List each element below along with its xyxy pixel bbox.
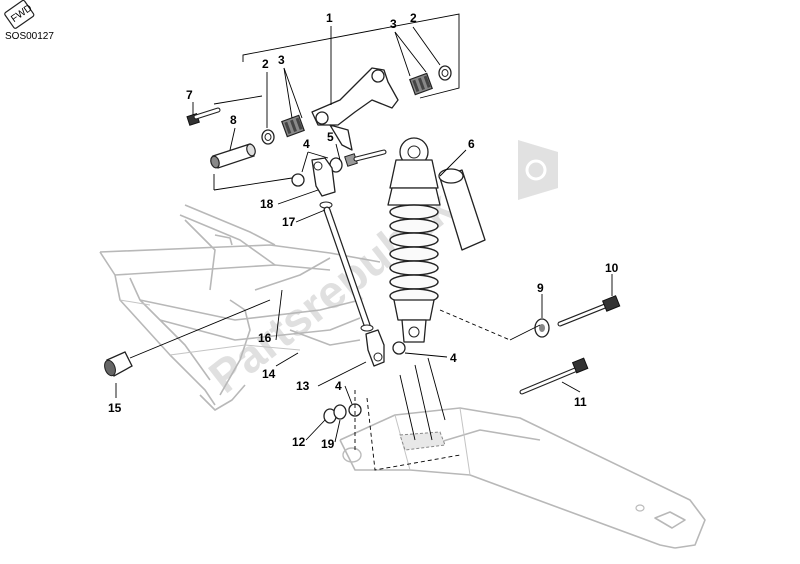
bolt-7 — [186, 107, 221, 126]
bearing-parts — [104, 65, 621, 424]
callout-4-bottom: 4 — [335, 379, 342, 393]
callout-7: 7 — [186, 88, 193, 102]
callout-14: 14 — [262, 367, 276, 381]
bolt-5 — [329, 149, 387, 173]
drawing-code: SOS00127 — [5, 31, 54, 42]
callout-19: 19 — [321, 437, 335, 451]
callout-4-right: 4 — [450, 351, 457, 365]
spacer-8 — [210, 143, 256, 169]
callout-9: 9 — [537, 281, 544, 295]
callout-4-top: 4 — [303, 137, 310, 151]
callout-2-left: 2 — [262, 57, 269, 71]
bolt-11 — [519, 357, 589, 395]
callout-8: 8 — [230, 113, 237, 127]
callout-13: 13 — [296, 379, 310, 393]
callout-17: 17 — [282, 215, 296, 229]
callout-labels: 1 2 2 3 3 4 4 4 5 6 7 8 9 10 11 12 13 14… — [108, 11, 619, 451]
callout-5: 5 — [327, 130, 334, 144]
bolt-10 — [557, 295, 621, 327]
frame-structure — [99, 204, 381, 411]
rocker-arm — [311, 67, 399, 151]
forward-direction-icon: FWD — [4, 0, 35, 29]
callout-18: 18 — [260, 197, 274, 211]
shock-absorber — [387, 137, 486, 343]
rubber-cap-15 — [104, 351, 133, 377]
tie-rod — [311, 157, 385, 367]
bushing-9 — [534, 318, 550, 338]
callout-1: 1 — [326, 11, 333, 25]
swing-arm — [339, 407, 706, 549]
callout-3-left: 3 — [278, 53, 285, 67]
callout-2-right: 2 — [410, 11, 417, 25]
callout-6: 6 — [468, 137, 475, 151]
callout-10: 10 — [605, 261, 619, 275]
callout-12: 12 — [292, 435, 306, 449]
gear-icon — [518, 140, 558, 200]
callout-3-right: 3 — [390, 17, 397, 31]
callout-11: 11 — [574, 395, 587, 409]
callout-15: 15 — [108, 401, 122, 415]
leader-lines — [115, 13, 613, 471]
callout-16: 16 — [258, 331, 272, 345]
